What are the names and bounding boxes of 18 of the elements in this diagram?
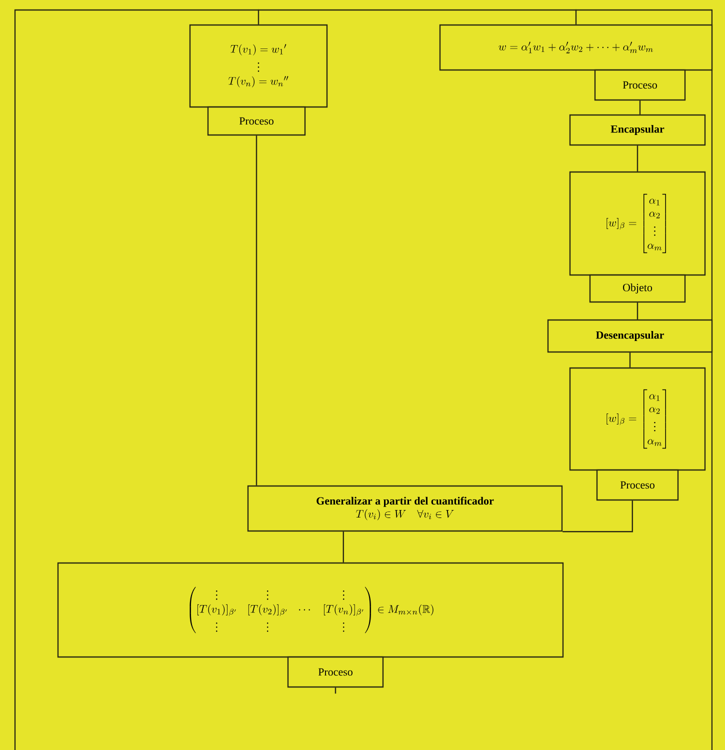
process-box: Proceso — [594, 69, 686, 101]
step-box: Encapsular — [569, 114, 706, 146]
connector-line — [636, 302, 638, 320]
connector-line — [256, 136, 258, 486]
process-box: Proceso — [287, 656, 384, 688]
connector-line — [334, 688, 336, 694]
connector-line — [639, 100, 641, 114]
process-box: Proceso — [596, 469, 679, 501]
step-box: Desencapsular — [547, 319, 713, 353]
connector-line — [342, 532, 344, 562]
connector-line — [629, 352, 631, 368]
connector-line — [562, 500, 633, 532]
object-box: Objeto — [589, 274, 686, 303]
connector-line — [258, 9, 260, 24]
connector-line — [575, 9, 577, 24]
step-box: Generalizar a partir del cuantificador $T(v_i) \in W \quad \forall v_i \in V$ — [247, 485, 563, 532]
connector-line — [636, 146, 638, 172]
process-box: Proceso — [207, 106, 306, 136]
